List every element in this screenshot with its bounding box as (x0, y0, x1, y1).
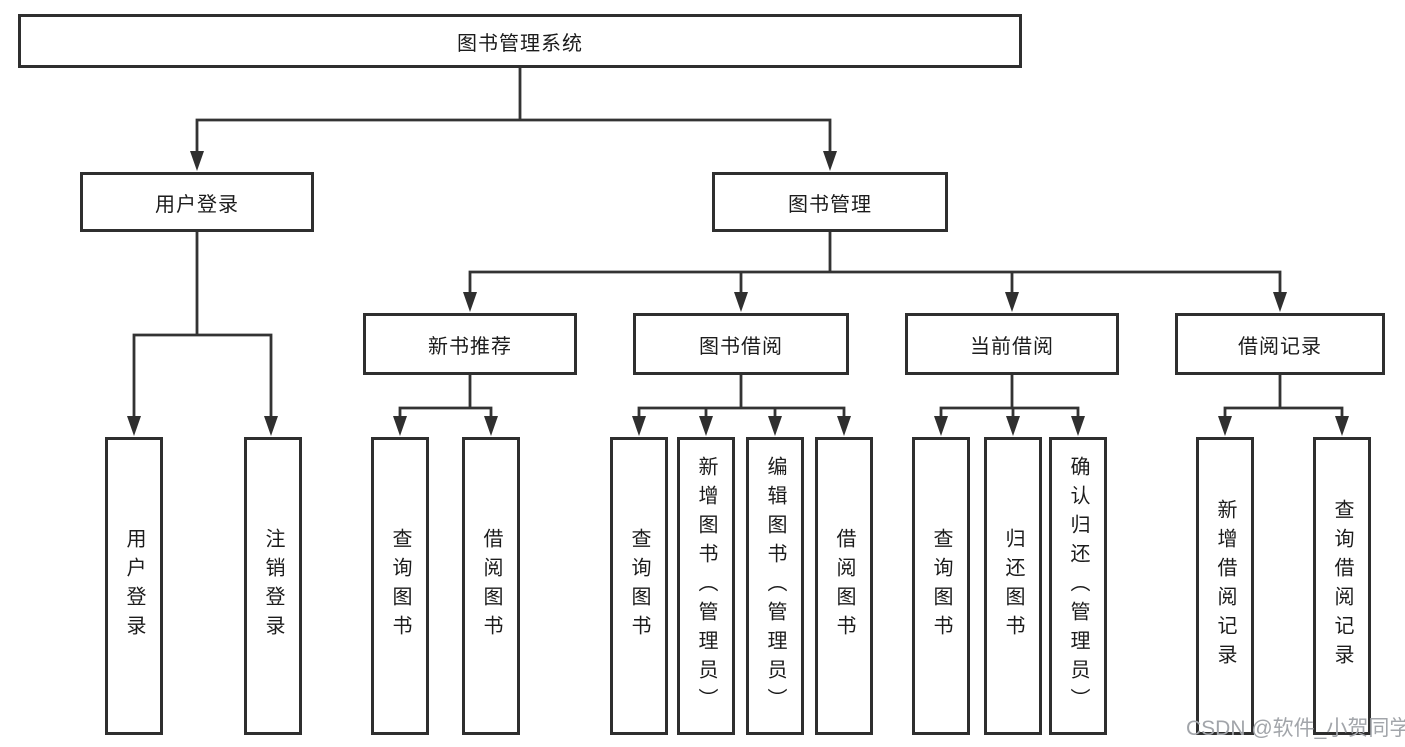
node-user-login: 用户登录 (80, 172, 314, 232)
node-new-book-recommend: 新书推荐 (363, 313, 577, 375)
edge-records-to-leaves (1223, 375, 1344, 420)
node-book-management-label: 图书管理 (788, 193, 872, 216)
arrowhead-icon (1273, 292, 1287, 312)
arrowhead-icon (734, 292, 748, 312)
edge-bookmgmt-to-level3 (468, 232, 1282, 296)
arrowheads (127, 151, 1349, 436)
leaf-borrow-books-label: 借阅图书 (833, 528, 855, 644)
edge-root-to-level2 (195, 68, 832, 156)
leaf-confirm-return-admin-label: 确认归还（管理员） (1067, 455, 1089, 717)
leaf-user-login: 用户登录 (105, 437, 163, 735)
leaf-user-login-label: 用户登录 (123, 528, 145, 644)
arrowhead-icon (127, 416, 141, 436)
node-root-system: 图书管理系统 (18, 14, 1022, 68)
arrowhead-icon (699, 416, 713, 436)
leaf-recommend-borrow-books: 借阅图书 (462, 437, 520, 735)
arrowhead-icon (1006, 416, 1020, 436)
arrowhead-icon (264, 416, 278, 436)
leaf-current-query-books: 查询图书 (912, 437, 970, 735)
arrowhead-icon (484, 416, 498, 436)
leaf-edit-books-admin-label: 编辑图书（管理员） (764, 455, 786, 717)
leaf-add-borrow-record-label: 新增借阅记录 (1214, 499, 1236, 673)
node-current-borrow: 当前借阅 (905, 313, 1119, 375)
edge-current-to-leaves (939, 375, 1080, 420)
node-book-borrow-label: 图书借阅 (699, 335, 783, 358)
leaf-add-books-admin-label: 新增图书（管理员） (695, 455, 717, 717)
arrowhead-icon (1218, 416, 1232, 436)
leaf-recommend-borrow-books-label: 借阅图书 (480, 528, 502, 644)
arrowhead-icon (934, 416, 948, 436)
arrowhead-icon (768, 416, 782, 436)
node-borrow-records-label: 借阅记录 (1238, 335, 1322, 358)
node-borrow-records: 借阅记录 (1175, 313, 1385, 375)
arrowhead-icon (1071, 416, 1085, 436)
node-new-book-recommend-label: 新书推荐 (428, 335, 512, 358)
node-book-management: 图书管理 (712, 172, 948, 232)
leaf-edit-books-admin: 编辑图书（管理员） (746, 437, 804, 735)
edge-recommend-to-leaves (398, 375, 493, 420)
edge-borrow-to-leaves (637, 375, 846, 420)
edge-userlogin-to-leaves (132, 232, 273, 420)
leaf-borrow-books: 借阅图书 (815, 437, 873, 735)
arrowhead-icon (837, 416, 851, 436)
arrowhead-icon (1005, 292, 1019, 312)
node-current-borrow-label: 当前借阅 (970, 335, 1054, 358)
leaf-borrow-query-books: 查询图书 (610, 437, 668, 735)
leaf-recommend-query-books: 查询图书 (371, 437, 429, 735)
leaf-query-borrow-record-label: 查询借阅记录 (1331, 499, 1353, 673)
leaf-confirm-return-admin: 确认归还（管理员） (1049, 437, 1107, 735)
arrowhead-icon (463, 292, 477, 312)
leaf-add-borrow-record: 新增借阅记录 (1196, 437, 1254, 735)
leaf-logout: 注销登录 (244, 437, 302, 735)
node-root-label: 图书管理系统 (457, 32, 583, 55)
watermark-text: CSDN @软件_小贺同学 (1186, 717, 1405, 740)
leaf-logout-label: 注销登录 (262, 528, 284, 644)
node-user-login-label: 用户登录 (155, 193, 239, 216)
leaf-recommend-query-books-label: 查询图书 (389, 528, 411, 644)
leaf-return-books-label: 归还图书 (1002, 528, 1024, 644)
node-book-borrow: 图书借阅 (633, 313, 849, 375)
arrowhead-icon (823, 151, 837, 171)
arrowhead-icon (632, 416, 646, 436)
leaf-add-books-admin: 新增图书（管理员） (677, 437, 735, 735)
leaf-borrow-query-books-label: 查询图书 (628, 528, 650, 644)
arrowhead-icon (1335, 416, 1349, 436)
leaf-current-query-books-label: 查询图书 (930, 528, 952, 644)
arrowhead-icon (393, 416, 407, 436)
arrowhead-icon (190, 151, 204, 171)
leaf-query-borrow-record: 查询借阅记录 (1313, 437, 1371, 735)
leaf-return-books: 归还图书 (984, 437, 1042, 735)
